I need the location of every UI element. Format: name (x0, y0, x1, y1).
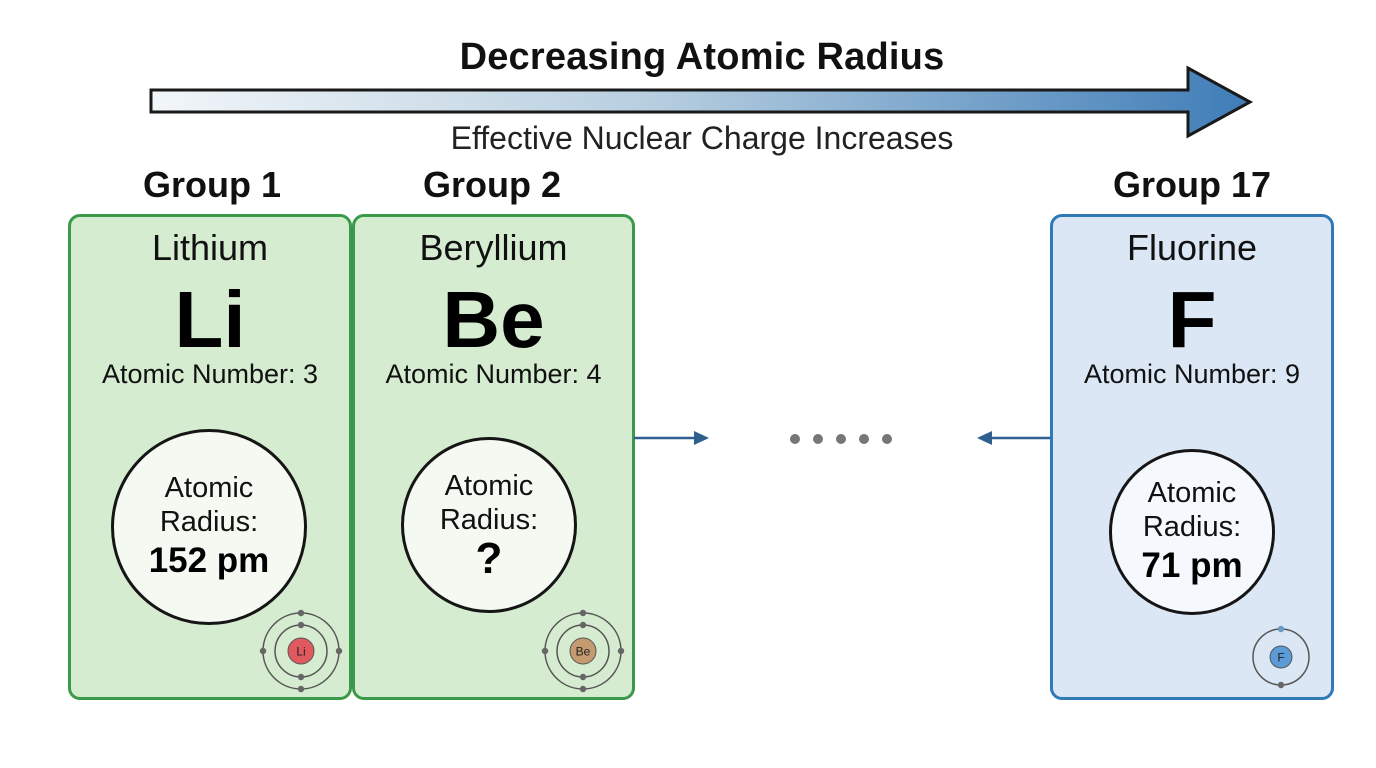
element-name: Fluorine (1126, 227, 1258, 268)
atomic-radius-circle: Atomic Radius: ? (401, 437, 577, 613)
atomic-number: Atomic Number: 9 (1083, 359, 1301, 389)
nucleus-label: Be (576, 645, 591, 659)
nucleus-label: F (1277, 651, 1284, 665)
group-label-2: Group 2 (422, 164, 561, 205)
bohr-model-icon: Li (259, 609, 343, 693)
atomic-number: Atomic Number: 3 (101, 359, 319, 389)
radius-label: Atomic (444, 470, 534, 502)
radius-value: 152 pm (148, 541, 270, 580)
radius-value: 71 pm (1141, 546, 1243, 585)
connector-arrow-left-icon (977, 431, 1052, 445)
diagram-title: Decreasing Atomic Radius (459, 36, 945, 78)
group-label-17: Group 17 (1112, 164, 1272, 205)
trend-arrow (149, 65, 1254, 139)
radius-label: Radius: (1142, 511, 1242, 543)
element-name: Beryllium (419, 227, 568, 268)
radius-label: Atomic (1147, 477, 1237, 509)
group-label-1: Group 1 (142, 164, 281, 205)
element-symbol: F (1167, 275, 1217, 364)
radius-value: ? (475, 534, 503, 583)
ellipsis-icon (790, 434, 892, 444)
element-card-beryllium: Beryllium Be Atomic Number: 4 Atomic Rad… (352, 214, 635, 700)
bohr-model-icon: F (1252, 625, 1310, 689)
bohr-model-icon: Be (541, 609, 625, 693)
radius-label: Radius: (439, 504, 539, 536)
atomic-radius-circle: Atomic Radius: 152 pm (111, 429, 307, 625)
nucleus-label: Li (296, 645, 305, 659)
atomic-number: Atomic Number: 4 (385, 359, 602, 389)
element-symbol: Be (442, 275, 545, 364)
radius-label: Atomic (164, 472, 254, 504)
element-name: Lithium (151, 227, 269, 268)
diagram-subtitle: Effective Nuclear Charge Increases (450, 120, 954, 156)
element-card-fluorine: Fluorine F Atomic Number: 9 Atomic Radiu… (1050, 214, 1334, 700)
connector-arrow-right-icon (634, 431, 709, 445)
radius-label: Radius: (159, 506, 259, 538)
atomic-radius-circle: Atomic Radius: 71 pm (1109, 449, 1275, 615)
element-card-lithium: Lithium Li Atomic Number: 3 Atomic Radiu… (68, 214, 352, 700)
element-symbol: Li (174, 275, 246, 364)
